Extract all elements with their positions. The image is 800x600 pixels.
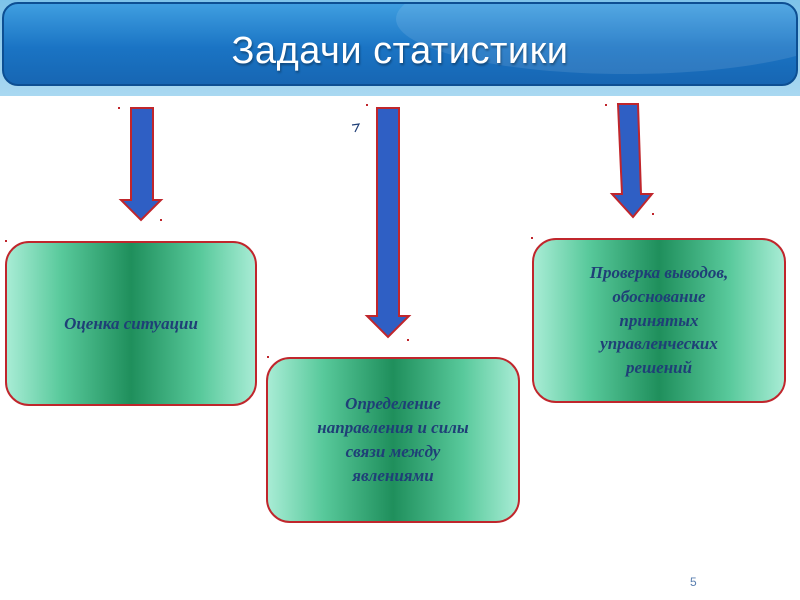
stray-mark <box>160 219 162 221</box>
stray-mark <box>267 356 269 358</box>
task-text: Проверка выводов, обоснование принятых у… <box>589 263 729 378</box>
stray-mark <box>605 104 607 106</box>
title-banner: Задачи статистики <box>2 2 798 86</box>
stray-mark <box>531 237 533 239</box>
stray-mark <box>366 104 368 106</box>
task-text: Оценка ситуации <box>64 313 198 333</box>
task-box-conclusion-verification: Проверка выводов, обоснование принятых у… <box>532 238 786 403</box>
page-number: 5 <box>690 575 697 589</box>
stray-mark <box>407 339 409 341</box>
slide-title: Задачи статистики <box>231 30 569 72</box>
stray-mark <box>118 107 120 109</box>
task-text: Определение направления и силы связи меж… <box>317 394 469 485</box>
task-box-relationship-direction: Определение направления и силы связи меж… <box>266 357 520 523</box>
stray-stroke-icon <box>351 123 361 133</box>
arrow-down-icon <box>609 103 655 219</box>
arrow-down-icon <box>364 107 412 339</box>
task-box-situation-assessment: Оценка ситуации <box>5 241 257 406</box>
stray-mark <box>652 213 654 215</box>
stray-mark <box>5 240 7 242</box>
arrow-down-icon <box>118 107 164 222</box>
